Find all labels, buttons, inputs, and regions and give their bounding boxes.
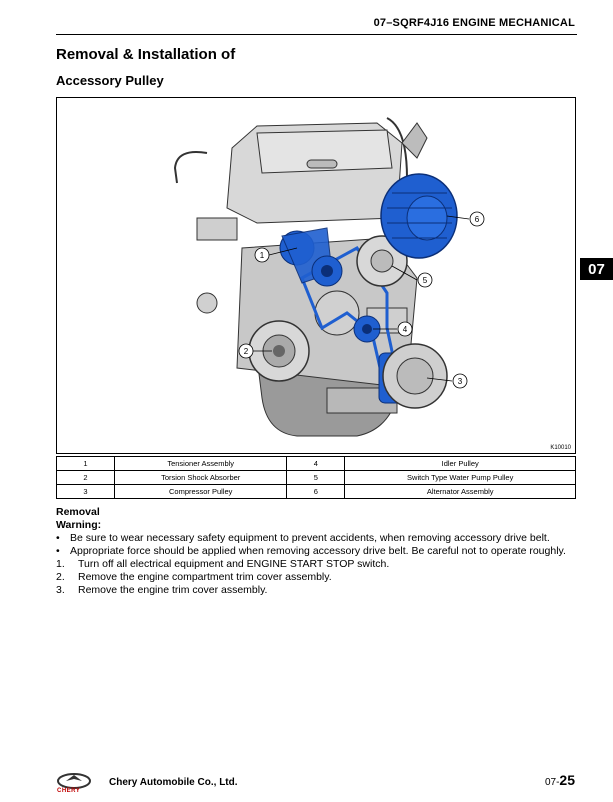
legend-label: Idler Pulley: [344, 456, 576, 471]
engine-illustration: 1 2 3 4 5 6: [173, 117, 485, 437]
callout-2: 2: [244, 347, 249, 356]
legend-label: Switch Type Water Pump Pulley: [344, 470, 576, 485]
warning-label: Warning:: [56, 519, 102, 531]
legend-label: Tensioner Assembly: [113, 456, 288, 471]
step-number: 2.: [56, 571, 65, 583]
removal-section: Removal Warning: • Be sure to wear neces…: [56, 506, 566, 597]
callout-6: 6: [475, 215, 480, 224]
legend-number: 3: [56, 484, 115, 499]
header-rule: [56, 34, 577, 35]
list-item: 3. Remove the engine trim cover assembly…: [56, 584, 566, 597]
section-subtitle: Accessory Pulley: [56, 73, 164, 88]
table-row: 2 Torsion Shock Absorber 5 Switch Type W…: [56, 470, 576, 485]
list-item: • Appropriate force should be applied wh…: [56, 545, 566, 558]
table-row: 3 Compressor Pulley 6 Alternator Assembl…: [56, 484, 576, 499]
bullet-icon: •: [56, 532, 60, 544]
list-item: 1. Turn off all electrical equipment and…: [56, 558, 566, 571]
legend-label: Alternator Assembly: [344, 484, 576, 499]
chery-logo-icon: [57, 773, 91, 789]
legend-number: 6: [286, 484, 346, 499]
table-row: 1 Tensioner Assembly 4 Idler Pulley: [56, 456, 576, 471]
legend-number: 5: [286, 470, 346, 485]
bullet-icon: •: [56, 545, 60, 557]
step-number: 1.: [56, 558, 65, 570]
warning-text: Appropriate force should be applied when…: [70, 545, 566, 557]
page-num: 25: [559, 772, 575, 788]
callout-3: 3: [458, 377, 463, 386]
step-text: Turn off all electrical equipment and EN…: [78, 558, 390, 570]
page-number: 07-25: [545, 772, 575, 788]
legend-label: Torsion Shock Absorber: [113, 470, 288, 485]
callout-4: 4: [403, 325, 408, 334]
figure-code: K10010: [550, 445, 571, 451]
chapter-tab: 07: [580, 258, 613, 280]
logo-text: CHERY: [57, 788, 81, 794]
list-item: • Be sure to wear necessary safety equip…: [56, 532, 566, 545]
warning-text: Be sure to wear necessary safety equipme…: [70, 532, 550, 544]
legend-number: 2: [56, 470, 115, 485]
step-text: Remove the engine trim cover assembly.: [78, 584, 268, 596]
list-item: 2. Remove the engine compartment trim co…: [56, 571, 566, 584]
step-number: 3.: [56, 584, 65, 596]
legend-table: 1 Tensioner Assembly 4 Idler Pulley 2 To…: [56, 456, 576, 499]
callout-5: 5: [423, 276, 428, 285]
section-title: Removal & Installation of: [56, 46, 236, 63]
page-header-title: 07–SQRF4J16 ENGINE MECHANICAL: [373, 17, 575, 29]
page-prefix: 07-: [544, 777, 560, 788]
legend-label: Compressor Pulley: [113, 484, 288, 499]
callout-1: 1: [260, 251, 265, 260]
engine-figure: 1 2 3 4 5 6 K10010: [56, 97, 576, 454]
legend-number: 1: [56, 456, 115, 471]
legend-number: 4: [286, 456, 346, 471]
step-text: Remove the engine compartment trim cover…: [78, 571, 332, 583]
footer-company: Chery Automobile Co., Ltd.: [109, 777, 238, 788]
removal-heading: Removal: [56, 506, 100, 518]
